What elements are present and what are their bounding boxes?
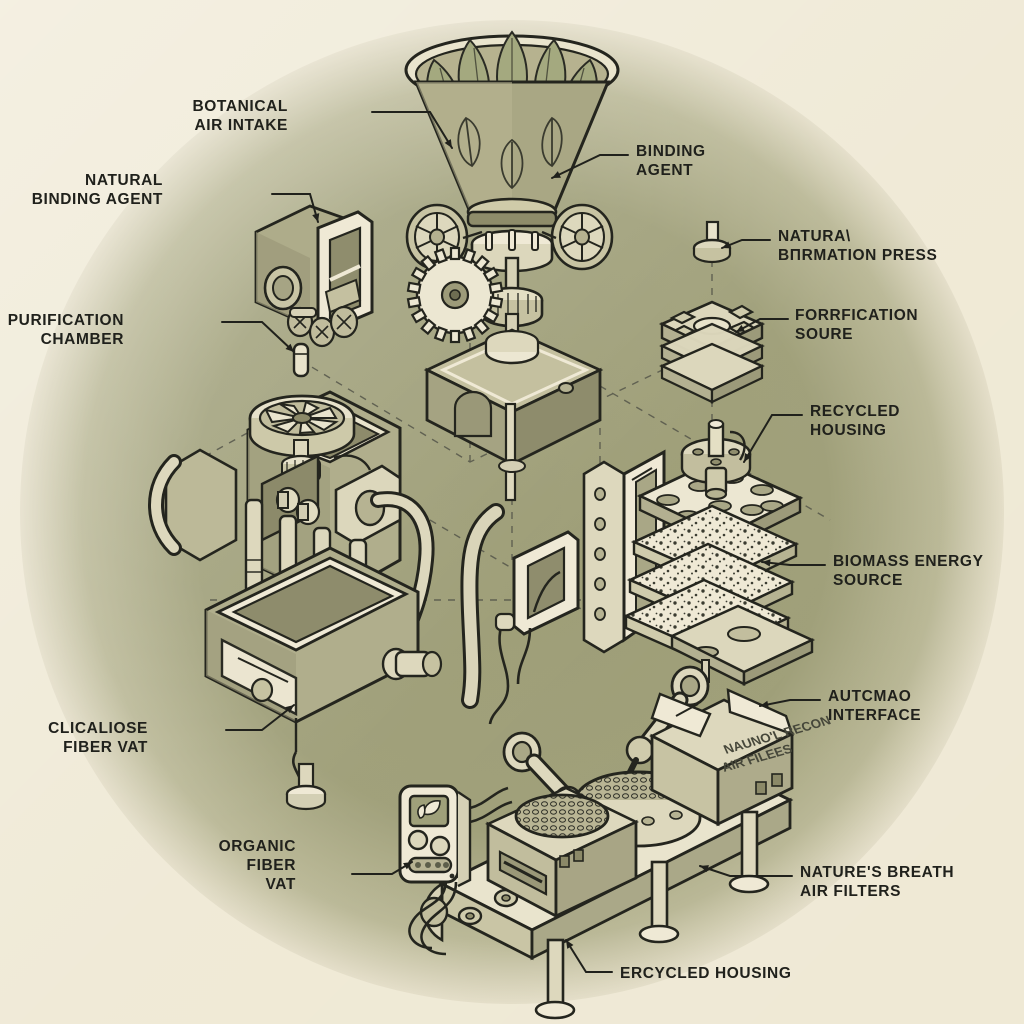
purification-chamber-capsule xyxy=(292,342,310,378)
label-line: CLICALIOSE xyxy=(48,720,148,737)
arrowhead-automated-interface xyxy=(760,700,769,708)
label-line: SOURCE xyxy=(833,571,903,589)
automated-interface-panel xyxy=(398,784,513,956)
label-line: VAT xyxy=(265,875,296,893)
label-line: AGENT xyxy=(636,161,694,179)
arrowhead-purification-chamber xyxy=(285,343,294,352)
leader-recycled-housing-right xyxy=(743,414,803,463)
leader-binding-agent-right xyxy=(551,154,629,179)
biomass-filter-stack xyxy=(582,419,816,686)
pedestal-foot xyxy=(285,762,327,811)
leader-natures-breath-air-filters xyxy=(699,865,793,877)
arrowhead-recycled-housing-bottom xyxy=(566,940,574,949)
press-head xyxy=(680,419,752,501)
arrowhead-fortification-source xyxy=(736,324,745,332)
label-natural-formation-press[interactable]: NATURA\BΠRMATION PRESS xyxy=(778,228,937,266)
arrowhead-botanical-air-intake xyxy=(444,139,452,148)
label-line: RECYCLED xyxy=(810,403,901,420)
label-line: ORGANIC xyxy=(218,838,296,855)
cellulose-fiber-vat-assembly xyxy=(148,390,443,811)
cable-bundle xyxy=(408,881,458,956)
turbine-fan xyxy=(248,394,356,458)
press-pin xyxy=(692,220,732,264)
leader-biomass-energy-source xyxy=(761,561,826,566)
leader-purification-chamber xyxy=(221,321,295,353)
label-line: SOURE xyxy=(795,325,854,343)
label-line: FIBER VAT xyxy=(63,738,148,756)
label-line: BOTANICAL xyxy=(192,98,288,115)
label-line: NATURAL xyxy=(85,172,163,189)
valve-knobs xyxy=(275,486,321,526)
pick-and-place-arms: NAUNO'L RECON AIR FILEES xyxy=(485,665,833,919)
label-line: CHAMBER xyxy=(40,330,124,348)
center-duct-frame xyxy=(460,503,580,725)
leader-natural-binding-agent xyxy=(271,193,319,223)
label-line: PURIFICATION xyxy=(7,312,124,329)
hopper-pins xyxy=(485,229,539,251)
label-line: BΠRMATION PRESS xyxy=(778,246,938,264)
label-line: FORRFICATION xyxy=(795,307,919,324)
label-line: BINDING xyxy=(636,143,706,160)
leader-fortification-source xyxy=(735,318,789,333)
vat-outlet xyxy=(381,647,443,681)
botanical-air-intake-hopper xyxy=(404,30,620,354)
base-tray xyxy=(668,604,816,686)
leader-automated-interface xyxy=(759,699,821,707)
label-line: FIBER xyxy=(246,856,296,874)
label-line: AUTCMAO xyxy=(828,688,912,705)
label-recycled-housing-bottom[interactable]: ERCYCLED HOUSING xyxy=(620,965,792,984)
product-carton-right: NAUNO'L RECON AIR FILEES xyxy=(649,688,833,827)
label-line: BIOMASS ENERGY xyxy=(833,553,984,570)
leader-cellulose-fiber-vat xyxy=(225,704,295,731)
conveyor-legs xyxy=(546,810,759,1012)
formation-press-base xyxy=(423,328,604,502)
arrowhead-biomass-energy-source xyxy=(762,559,771,567)
leaf-icon xyxy=(417,800,441,819)
hopper-leaf-motifs xyxy=(457,116,563,190)
arrowhead-recycled-housing-right xyxy=(744,453,752,462)
arrowhead-natures-breath-air-filters xyxy=(700,865,709,873)
hopper-wheel-right xyxy=(550,203,614,271)
label-line: AIR INTAKE xyxy=(194,116,288,134)
leader-botanical-air-intake xyxy=(371,111,453,149)
arrowhead-natural-formation-press xyxy=(722,241,731,249)
natural-binding-agent-module xyxy=(254,204,374,348)
leader-recycled-housing-bottom xyxy=(565,939,613,973)
arrowhead-organic-fiber-vat xyxy=(403,862,412,870)
product-carton-left xyxy=(485,786,640,919)
label-line: HOUSING xyxy=(810,421,887,439)
spur-gear xyxy=(406,246,504,344)
label-line: BINDING AGENT xyxy=(31,190,163,208)
arrowhead-binding-agent-right xyxy=(552,171,561,178)
label-line: ERCYCLED HOUSING xyxy=(620,965,792,982)
label-leader-lines xyxy=(221,111,826,973)
label-line: NATURA\ xyxy=(778,228,851,245)
fortification-source-plate xyxy=(658,220,766,404)
label-line: AIR FILTERS xyxy=(800,882,902,900)
label-line: NATURE'S BREATH xyxy=(800,864,955,881)
arrowhead-natural-binding-agent xyxy=(312,213,320,222)
label-arrowheads xyxy=(285,139,771,949)
arrowhead-cellulose-fiber-vat xyxy=(285,705,294,713)
label-line: INTERFACE xyxy=(828,706,922,724)
